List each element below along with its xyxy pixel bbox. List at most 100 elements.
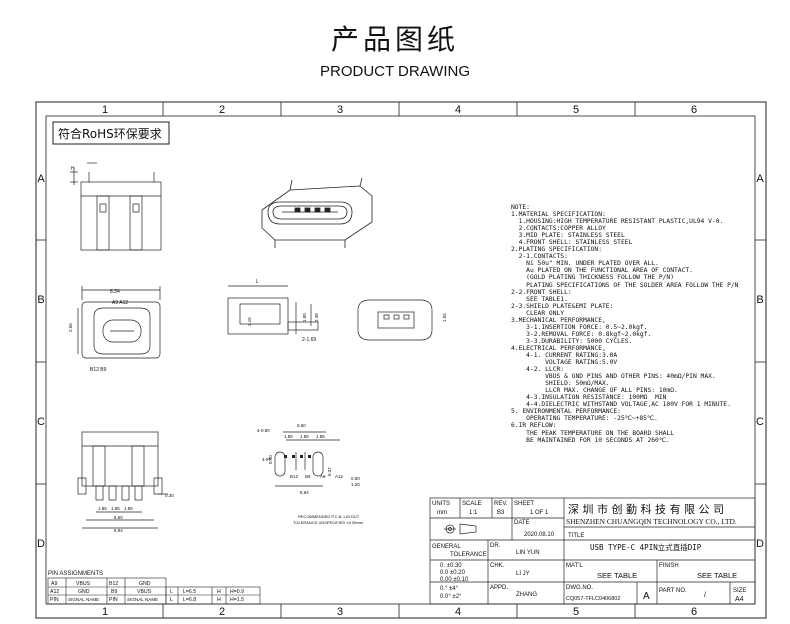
col-label-top-6: 6 [691,104,697,116]
date-label: DATE [514,520,530,526]
note-line: BE MAINTAINED FOR 10 SECONDS AT 260℃. [511,436,670,444]
pin-label-b12: B12 [290,474,299,479]
dwg-value: CQ057-TFLC0406802 [566,596,620,602]
note-line: SEE TABLE1. [511,295,568,303]
pin-cell-r3c2: SIGNAL NAME [68,597,99,602]
row-label-left-b: B [37,294,44,306]
pin-cell-r3c4: SIGNAL NAME [127,597,158,602]
dim-pcb-pitch-2: 1.85 [300,434,309,439]
row-label-left-a: A [37,173,45,185]
scale-value: 1:1 [469,510,478,516]
tolerance-row-2: 0.0 ±0.20 [440,570,466,576]
note-line: (GOLD PLATING THICKNESS FOLLOW THE P/N) [511,274,675,282]
appd-label: APPD. [490,585,508,591]
note-line: 3.MECHANICAL PERFORMANCE, [511,316,606,324]
rev-label: REV. [494,501,508,507]
dim-894: 8.94 [114,528,123,533]
spec-notes: NOTE:1.MATERIAL SPECIFICATION: 1.HOUSING… [511,204,751,444]
date-value: 2020.08.10 [524,532,555,538]
isometric-view [261,177,373,248]
dim-550-pcb: 5.50 [297,423,306,428]
dim-169: 2-1.69 [302,337,316,343]
rev-value: B3 [497,510,505,516]
title-block-frame [429,497,756,605]
col-label-top-4: 4 [455,104,461,116]
page-title-cn: 产品图纸 [330,23,459,56]
note-line: 4-1. CURRENT RATING:3.0A [511,351,618,359]
page-title-en: PRODUCT DRAWING [320,63,470,80]
dr-label: DR. [490,543,501,549]
note-line: OPERATING TEMPERATURE: -25℃~+85℃. [511,415,658,423]
note-line: 1.HOUSING:HIGH TEMPERATURE RESISTANT PLA… [511,218,724,226]
row-label-right-d: D [756,538,764,550]
dim-256: 2.56 [68,323,73,332]
dim-pitch-1: 1.85 [98,506,107,511]
note-line: 3-1.INSERTION FORCE: 0.5~2.0kgf. [511,323,648,331]
appd-value: ZHANG [516,592,537,598]
dim-h-label: H [71,166,75,172]
note-line: 4-4.DIELECTRIC WITHSTAND VOLTAGE,AC 100V… [511,401,731,409]
dim-864: 8.64 [300,490,309,495]
note-line: 1.MATERIAL SPECIFICATION: [511,211,606,219]
note-line: CLEAR ONLY [511,309,565,317]
pin-cell-r2c2: GND [78,589,90,595]
note-line: 3-2.REMOVAL FORCE: 0.8kgf~2.0kgf. [511,330,652,338]
pin-cell-r3c1: PIN [50,597,59,603]
row-label-right-b: B [756,294,763,306]
size-value: A4 [735,596,744,603]
col-label-top-3: 3 [337,104,343,116]
col-label-bottom-4: 4 [455,606,461,618]
col-label-bottom-5: 5 [573,606,579,618]
dwg-size: A [643,591,650,602]
dim-155: 1.55 [442,313,447,322]
pin-cell-r1c4: GND [139,581,151,587]
pin-label-a12: A12 [335,474,344,479]
lh-cell-r2c1: L [170,597,173,603]
note-line: 5. ENVIRONMENTAL PERFORMANCE: [511,408,621,416]
pin-label-b9: B9 [305,474,311,479]
row-label-right-a: A [756,173,764,185]
scale-label: SCALE [462,501,482,507]
units-value: mm [437,510,447,516]
lh-cell-r1c2: L=6.5 [183,589,196,595]
matl-value: SEE TABLE [597,571,637,580]
dim-l: L [256,279,259,285]
tolerance-row-3: 0.00 ±0.10 [440,577,469,583]
note-line: Ni 50u" MIN. UNDER PLATED OVER ALL. [511,260,659,268]
tolerance-row-4: 0.° ±4° [440,586,459,592]
dim-pitch-3: 1.85 [124,506,133,511]
lh-cell-r1c1: L [170,589,173,595]
row-label-left-c: C [37,416,45,428]
note-line: 2-1.CONTACTS: [511,253,568,261]
note-line: 6.IR REFLOW: [511,422,557,430]
col-label-bottom-6: 6 [691,606,697,618]
company-name-en: SHENZHEN CHUANGQIN TECHNOLOGY CO., LTD. [566,517,737,526]
note-line: 2.PLATING SPECIFICATION: [511,246,602,254]
note-line: 3-3.DURABILITY: 5000 CYCLES. [511,337,633,345]
tolerance-row-1: 0. ±0.30 [440,563,462,569]
lh-cell-r2c4: H=1.5 [230,597,244,603]
tolerance-label: TOLERANCE [450,552,487,558]
lh-cell-r1c4: H=0.9 [230,589,244,595]
note-line: SHIELD: 50mΩ/MAX. [511,380,610,388]
sheet-label: SHEET [514,501,534,507]
col-label-top-2: 2 [219,104,225,116]
label-a9-a12: A9 A12 [112,300,128,306]
dim-090: 0.90 [268,455,273,464]
row-label-right-c: C [756,416,764,428]
dim-120: 1.20 [351,482,360,487]
note-line: VBUS & GND PINS AND OTHER PINS: 40mΩ/PIN… [511,373,716,381]
dim-037: 0.37 [327,467,332,476]
note-line: 4.ELECTRICAL PERFORMANCE, [511,344,606,352]
dim-080: 4-0.80 [257,428,270,433]
rohs-box [52,121,170,145]
col-label-top-1: 1 [102,104,108,116]
col-label-bottom-2: 2 [219,606,225,618]
dim-060: 0.60 [351,476,360,481]
bottom-pin-view [77,431,168,529]
layout-tolerance: TOLERANCE UNSPECIFIED ±0.05mm [293,520,364,525]
front-view-top [70,162,162,251]
pin-cell-r1c2: VBUS [76,581,91,587]
note-line: 4-3.INSULATION RESISTANCE: 100MΩ MIN [511,394,667,402]
